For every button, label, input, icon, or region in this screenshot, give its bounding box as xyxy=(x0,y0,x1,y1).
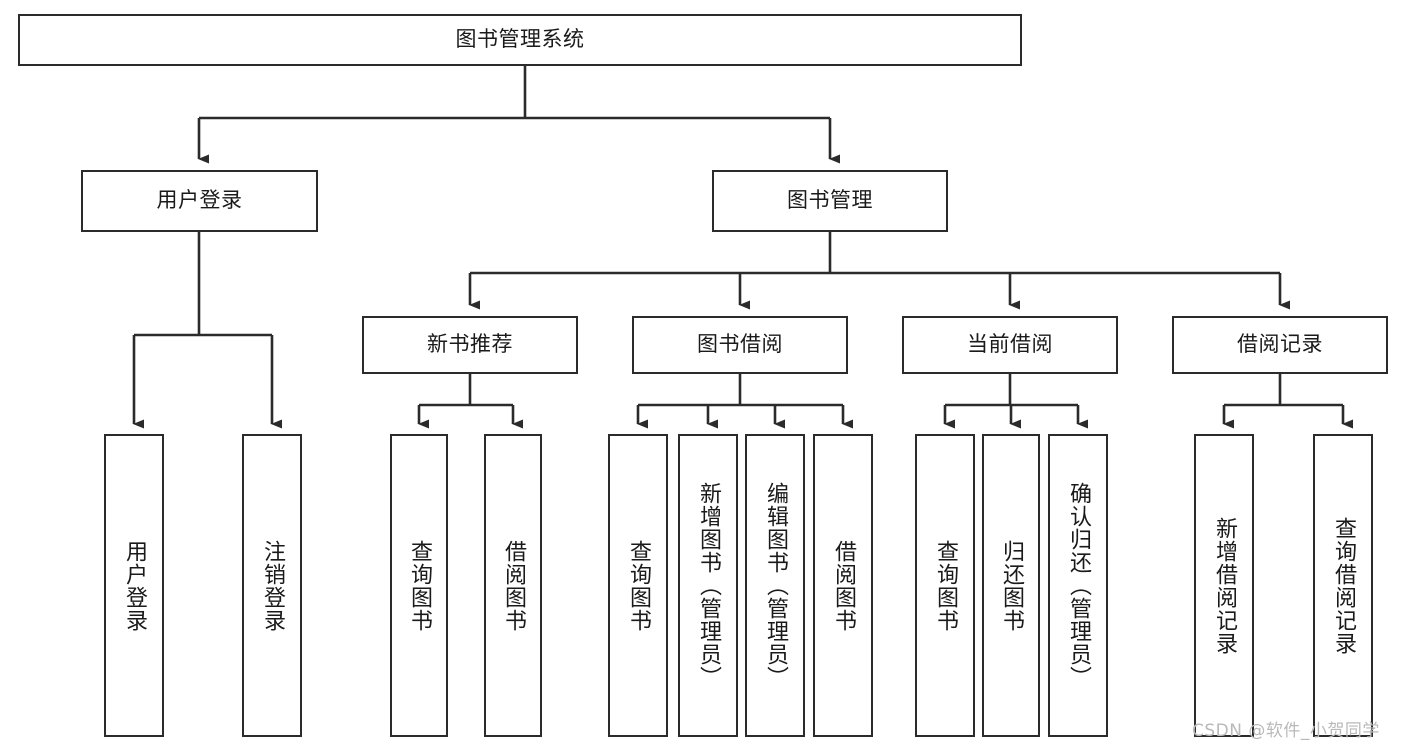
leaf-return-book[interactable]: 归还图书 xyxy=(982,434,1040,737)
edges-borrow-record-to-leaves xyxy=(1222,374,1353,429)
leaf-user-login[interactable]: 用户登录 xyxy=(104,434,164,737)
edges-new-book-to-leaves xyxy=(417,374,523,429)
node-borrow-record-label: 借阅记录 xyxy=(1237,332,1323,357)
leaf-logout[interactable]: 注销登录 xyxy=(242,434,302,737)
node-new-book-recommend[interactable]: 新书推荐 xyxy=(362,316,578,374)
node-new-book-recommend-label: 新书推荐 xyxy=(427,332,513,357)
edges-user-login-to-leaves xyxy=(132,232,282,429)
leaf-query-borrow-record[interactable]: 查询借阅记录 xyxy=(1313,434,1373,737)
node-current-borrow[interactable]: 当前借阅 xyxy=(902,316,1118,374)
leaf-add-book-admin-label: 新增图书（管理员） xyxy=(695,482,721,689)
edges-level2-books-to-level3 xyxy=(468,232,1290,310)
leaf-edit-book-admin-label: 编辑图书（管理员） xyxy=(762,482,788,689)
edges-root-to-level2 xyxy=(197,66,840,164)
leaf-borrow-book-label: 借阅图书 xyxy=(830,539,856,632)
node-book-borrow-label: 图书借阅 xyxy=(697,332,783,357)
leaf-confirm-return-admin-label: 确认归还（管理员） xyxy=(1065,482,1091,689)
node-user-login[interactable]: 用户登录 xyxy=(81,170,318,232)
node-root-system[interactable]: 图书管理系统 xyxy=(18,14,1022,66)
leaf-query-book-recommend[interactable]: 查询图书 xyxy=(390,434,448,737)
leaf-add-book-admin[interactable]: 新增图书（管理员） xyxy=(678,434,738,737)
leaf-edit-book-admin[interactable]: 编辑图书（管理员） xyxy=(745,434,805,737)
leaf-return-book-label: 归还图书 xyxy=(998,539,1024,632)
node-book-borrow[interactable]: 图书借阅 xyxy=(632,316,848,374)
leaf-query-book-current[interactable]: 查询图书 xyxy=(915,434,975,737)
leaf-query-book-label: 查询图书 xyxy=(625,539,651,632)
leaf-query-borrow-record-label: 查询借阅记录 xyxy=(1330,516,1356,655)
leaf-borrow-book-recommend-label: 借阅图书 xyxy=(500,539,526,632)
edges-borrow-to-leaves xyxy=(636,374,853,429)
leaf-confirm-return-admin[interactable]: 确认归还（管理员） xyxy=(1048,434,1108,737)
leaf-add-borrow-record[interactable]: 新增借阅记录 xyxy=(1194,434,1254,737)
node-borrow-record[interactable]: 借阅记录 xyxy=(1172,316,1388,374)
edges-current-borrow-to-leaves xyxy=(943,374,1088,429)
leaf-borrow-book[interactable]: 借阅图书 xyxy=(813,434,873,737)
node-user-login-label: 用户登录 xyxy=(156,188,243,213)
leaf-add-borrow-record-label: 新增借阅记录 xyxy=(1211,516,1237,655)
leaf-logout-label: 注销登录 xyxy=(259,539,285,632)
leaf-query-book[interactable]: 查询图书 xyxy=(608,434,668,737)
leaf-borrow-book-recommend[interactable]: 借阅图书 xyxy=(484,434,542,737)
leaf-query-book-recommend-label: 查询图书 xyxy=(406,539,432,632)
node-root-system-label: 图书管理系统 xyxy=(455,27,585,52)
leaf-user-login-label: 用户登录 xyxy=(121,539,147,632)
node-book-management[interactable]: 图书管理 xyxy=(712,170,948,232)
node-book-management-label: 图书管理 xyxy=(787,188,873,213)
node-current-borrow-label: 当前借阅 xyxy=(967,332,1053,357)
leaf-query-book-current-label: 查询图书 xyxy=(932,539,958,632)
